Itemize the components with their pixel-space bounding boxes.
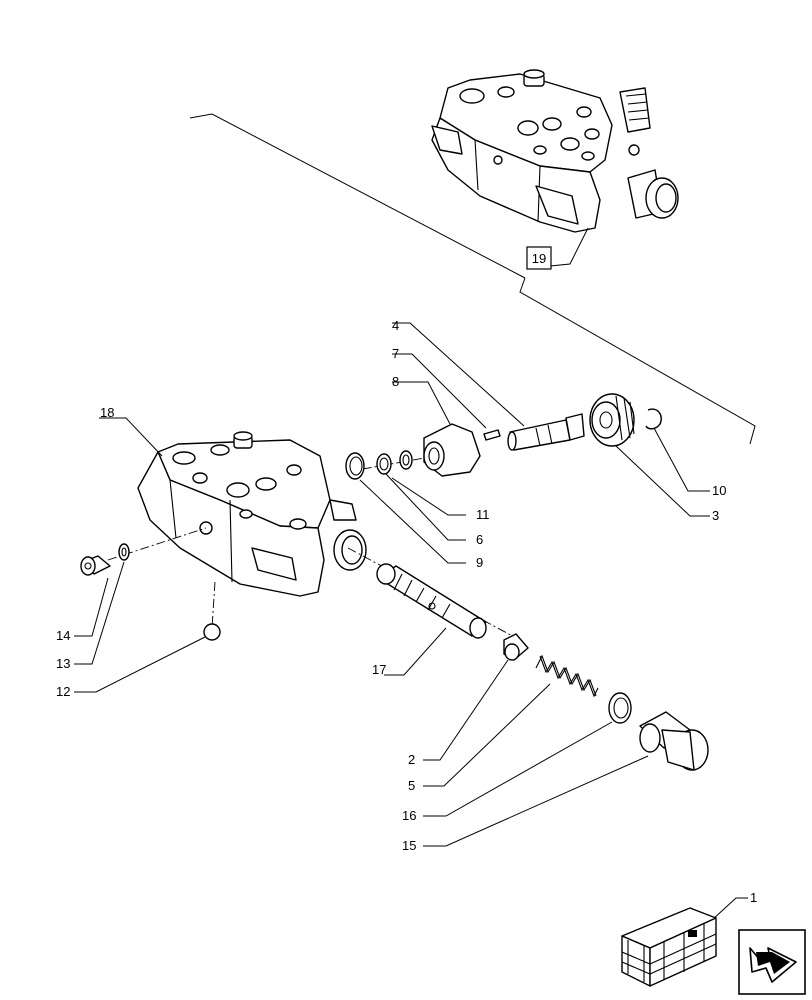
svg-text:13: 13	[56, 656, 70, 671]
callout-2[interactable]: 2	[408, 752, 415, 767]
callout-16[interactable]: 16	[402, 808, 416, 823]
svg-text:14: 14	[56, 628, 70, 643]
callout-12[interactable]: 12	[56, 684, 70, 699]
next-page-arrow-icon[interactable]	[738, 929, 806, 995]
end-cap-part	[639, 711, 709, 771]
spring-part	[535, 654, 599, 698]
callout-13[interactable]: 13	[56, 656, 70, 671]
callout-3[interactable]: 3	[712, 508, 719, 523]
svg-text:4: 4	[392, 318, 399, 333]
valve-assembly-icon	[431, 69, 679, 233]
callout-15[interactable]: 15	[402, 838, 416, 853]
svg-text:17: 17	[372, 662, 386, 677]
svg-text:11: 11	[476, 507, 490, 522]
callout-19-label: 19	[532, 251, 546, 266]
svg-text:7: 7	[392, 346, 399, 361]
svg-text:16: 16	[402, 808, 416, 823]
knob-part	[589, 393, 635, 447]
hex-nut-part	[423, 423, 481, 477]
svg-text:18: 18	[100, 405, 114, 420]
callout-11[interactable]: 11	[476, 507, 490, 522]
callout-14[interactable]: 14	[56, 628, 70, 643]
svg-text:5: 5	[408, 778, 415, 793]
callout-17[interactable]: 17	[372, 662, 386, 677]
callout-7[interactable]: 7	[392, 346, 399, 361]
callout-10[interactable]: 10	[712, 483, 726, 498]
spindle-part	[507, 413, 585, 451]
svg-text:2: 2	[408, 752, 415, 767]
callout-9[interactable]: 9	[476, 555, 483, 570]
assembly-boundary-line	[519, 277, 756, 445]
spool-part	[376, 563, 487, 639]
screw-part	[80, 555, 111, 576]
assembly-boundary-line	[189, 113, 526, 279]
callout-5[interactable]: 5	[408, 778, 415, 793]
callout-8[interactable]: 8	[392, 374, 399, 389]
svg-text:15: 15	[402, 838, 416, 853]
svg-text:8: 8	[392, 374, 399, 389]
plug-part	[503, 633, 529, 661]
svg-text:9: 9	[476, 555, 483, 570]
valve-body-part	[137, 431, 367, 597]
svg-text:6: 6	[476, 532, 483, 547]
callout-18[interactable]: 18	[100, 405, 114, 420]
callout-19[interactable]: 19	[526, 246, 552, 270]
svg-text:1: 1	[750, 890, 757, 905]
svg-text:12: 12	[56, 684, 70, 699]
svg-text:3: 3	[712, 508, 719, 523]
callout-4[interactable]: 4	[392, 318, 399, 333]
parts-crate-icon	[621, 907, 717, 987]
svg-text:10: 10	[712, 483, 726, 498]
callout-1[interactable]: 1	[750, 890, 757, 905]
callout-6[interactable]: 6	[476, 532, 483, 547]
